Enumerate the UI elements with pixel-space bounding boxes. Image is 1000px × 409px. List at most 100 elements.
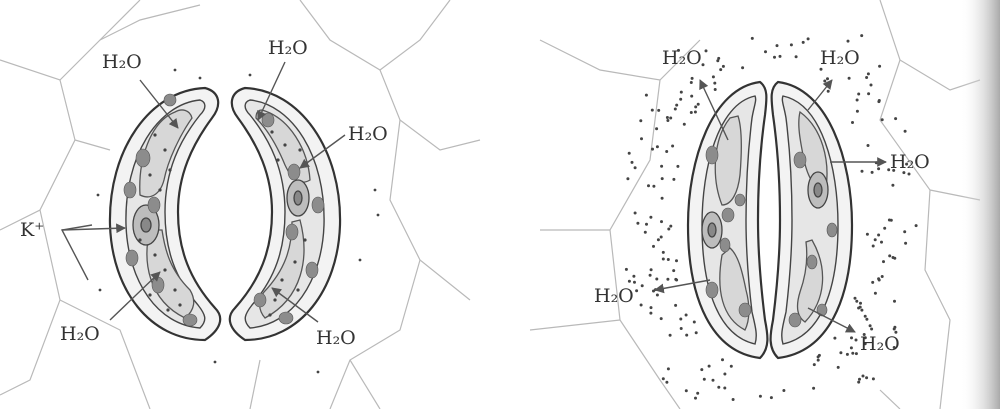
ion-dot <box>723 387 726 390</box>
ion-dot <box>847 40 850 43</box>
ion-dot <box>850 336 853 339</box>
ion-dot <box>878 99 881 102</box>
ion-dot <box>645 223 648 226</box>
ion-dot <box>823 80 826 83</box>
ion-dot <box>662 258 665 261</box>
ion-dot <box>680 91 683 94</box>
ion-dot <box>795 55 798 58</box>
ion-dot <box>730 365 733 368</box>
closed-stoma-panel: H₂O H₂O H₂O H₂O H₂O <box>530 0 980 409</box>
scan-edge-shadow <box>960 0 1000 409</box>
ion-dot <box>741 66 744 69</box>
ion-dot <box>690 95 693 98</box>
ion-dot <box>632 275 635 278</box>
label-h2o-left-closed: H₂O <box>594 285 634 307</box>
ion-dot <box>669 225 672 228</box>
ion-dot <box>915 224 918 227</box>
ion-dot <box>666 278 669 281</box>
ion-dot <box>857 93 860 96</box>
ion-dot <box>665 150 668 153</box>
ion-dot <box>851 352 854 355</box>
ion-dot <box>855 339 858 342</box>
guard-cell-right-open <box>230 88 340 340</box>
ion-dot <box>660 236 663 239</box>
ion-dot <box>869 324 872 327</box>
ion-dot <box>904 242 907 245</box>
ion-dot <box>867 144 870 147</box>
ion-dot <box>867 92 870 95</box>
ion-dot <box>660 317 663 320</box>
ion-dot <box>882 260 885 263</box>
ion-dot <box>683 123 686 126</box>
ion-dot <box>685 334 688 337</box>
ion-dot <box>874 292 877 295</box>
ion-dot <box>666 116 669 119</box>
ion-dot <box>877 167 880 170</box>
ion-dot <box>667 258 670 261</box>
ion-dot <box>893 300 896 303</box>
ion-dot <box>652 290 655 293</box>
epidermal-cell-walls-left <box>0 0 480 409</box>
ion-dot <box>812 387 815 390</box>
ion-dot <box>717 57 720 60</box>
ion-dot <box>871 281 874 284</box>
ion-dot <box>674 304 677 307</box>
ion-dot <box>694 111 697 114</box>
ion-dot <box>649 274 652 277</box>
ion-dot <box>652 245 655 248</box>
ion-dot <box>636 222 639 225</box>
ion-dot <box>865 318 868 321</box>
ion-dot <box>656 294 659 297</box>
ion-dot <box>854 297 857 300</box>
ion-dot <box>675 259 678 262</box>
ion-dot <box>713 82 716 85</box>
ion-dot <box>694 397 697 400</box>
ion-dot <box>652 185 655 188</box>
ion-dot <box>877 277 880 280</box>
ion-dot <box>865 76 868 79</box>
ion-dot <box>790 43 793 46</box>
ion-dot <box>680 327 683 330</box>
guard-cell-left-closed <box>688 82 767 358</box>
ion-dot <box>864 315 867 318</box>
ion-dot <box>802 41 805 44</box>
ion-dot <box>862 375 865 378</box>
ion-dot <box>685 314 688 317</box>
ion-dot <box>628 280 631 283</box>
ion-dot <box>660 220 663 223</box>
ion-dot <box>891 184 894 187</box>
ion-dot <box>870 84 873 87</box>
label-h2o-bottom-right-closed: H₂O <box>860 333 900 355</box>
ion-dot <box>874 238 877 241</box>
ion-dot <box>674 108 677 111</box>
ion-dot <box>693 321 696 324</box>
ion-dot <box>669 334 672 337</box>
ion-dot <box>881 118 884 121</box>
ion-dot <box>857 307 860 310</box>
ion-dot <box>880 241 883 244</box>
ion-dot <box>722 65 725 68</box>
label-h2o-right-closed: H₂O <box>890 151 930 173</box>
ion-dot <box>700 368 703 371</box>
ion-dot <box>817 359 820 362</box>
label-k-plus: K⁺ <box>20 219 44 241</box>
ion-dot <box>865 376 868 379</box>
ion-dot <box>878 65 881 68</box>
ion-dot <box>641 284 644 287</box>
ion-dot <box>856 99 859 102</box>
ion-dot <box>651 148 654 151</box>
ion-dot <box>656 145 659 148</box>
ion-dot <box>833 337 836 340</box>
ion-dot <box>839 351 842 354</box>
ion-dot <box>690 81 693 84</box>
ion-dot <box>856 110 859 113</box>
ion-dot <box>628 152 631 155</box>
ion-dot <box>881 275 884 278</box>
ion-dot <box>661 197 664 200</box>
ion-dot <box>870 328 873 331</box>
ion-dot <box>660 165 663 168</box>
ion-dot <box>807 37 810 40</box>
ion-dot <box>759 395 762 398</box>
ion-dot <box>634 166 637 169</box>
